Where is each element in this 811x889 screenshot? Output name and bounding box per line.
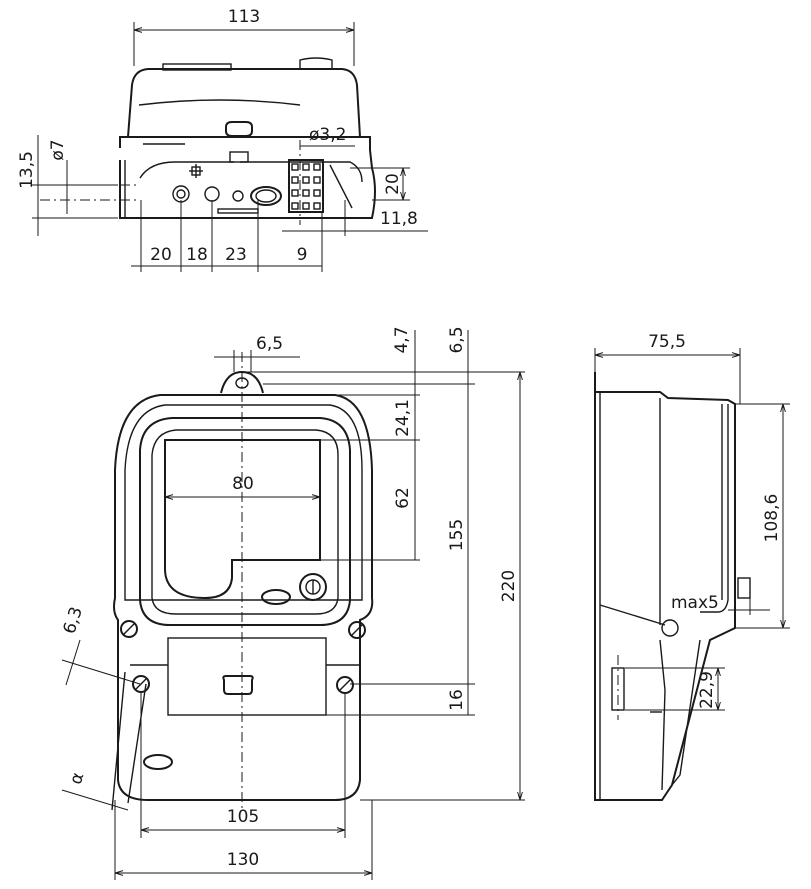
side-view-step [599,604,666,626]
dim-155-label: 155 [447,519,467,551]
top-view-terminal-cover-right [240,161,363,183]
side-view: 75,5 108,6 max5 22,9 [594,332,790,801]
dim-108-6-label: 108,6 [762,494,782,543]
dim-20-bottom-label: 20 [150,245,172,265]
seal-slot-icon [225,121,253,137]
dim-max5-label: max5 [671,593,719,613]
dim-18-label: 18 [186,245,208,265]
side-view-button [737,577,751,599]
lower-logo-icon [143,754,173,770]
cover-screw-right-slot [350,623,364,637]
oval-connector-inner [255,189,277,203]
mount-hole-right-slot [339,679,351,691]
terminal-cover-plate [167,637,327,716]
top-view-cover-contour [138,99,301,106]
dim-4-7-label: 4,7 [392,326,412,353]
housing-inner-rim [124,404,363,601]
cover-window-frame [139,417,351,626]
terminal-hole-1 [172,185,190,203]
dim-22-9-label: 22,9 [697,671,717,709]
cover-screw-right-icon [348,621,366,639]
side-view-terminal-cover [659,639,666,791]
dim-13-5-label: 13,5 [17,151,37,189]
side-view-screw [661,619,679,637]
dim-eye-label: 6,5 [256,334,283,354]
side-taper-line-right [127,683,147,804]
led-sensor-icon [299,573,327,601]
dim-11-8-label: 11,8 [380,209,418,229]
cover-screw-left-slot [122,622,136,636]
dim-130-label: 130 [227,850,259,870]
cover-window-inner [151,429,339,615]
top-view-terminal-cover-left [139,161,234,179]
dim-16-label: 16 [447,689,467,711]
logo-icon [261,589,291,605]
dim-62-label: 62 [393,487,413,509]
dim-9-label: 9 [297,245,308,265]
top-view-cover-knob [299,57,333,69]
terminal-strip-pins [291,163,321,210]
top-view-diagonal [329,164,353,209]
oval-connector [250,186,282,206]
cover-screw-left-icon [120,620,138,638]
dim-6-5-top-label: 6,5 [447,326,467,353]
dim-105-label: 105 [227,807,259,827]
display-window [164,439,321,600]
side-view-terminal-cover-front [671,639,701,786]
mount-hole-left-slot [135,678,147,690]
dim-6-3-leader [61,659,141,685]
terminal-hole-3 [232,190,244,202]
side-taper-line-left [111,671,126,811]
dim-220-label: 220 [499,570,519,602]
side-view-window-profile [700,404,729,613]
terminal-seal-icon [222,675,254,695]
dim-23-label: 23 [225,245,247,265]
top-view-cover [127,68,361,138]
top-view: 113 ø3,2 13,5 ø7 20 11,8 20 18 23 9 [17,7,428,272]
top-view-base [119,136,376,219]
dim-24-1-label: 24,1 [393,399,413,437]
dim-dia-7-label: ø7 [48,139,68,160]
dim-6-3-line [65,639,81,686]
dim-113-label: 113 [228,7,260,27]
dim-hole-label: ø3,2 [309,125,346,145]
dim-6-3-label: 6,3 [60,605,87,637]
housing-outline [113,394,374,801]
top-view-cover-raised-panel [162,63,232,71]
terminal-hole-1-inner [176,189,186,199]
dim-20-right-label: 20 [383,173,403,195]
dim-75-5-label: 75,5 [648,332,686,352]
dim-80-label: 80 [232,474,254,494]
label-slot [217,208,259,214]
top-view-notch [229,151,249,163]
side-view-body [594,372,736,801]
front-view: 6,5 4,7 6,5 24,1 62 80 155 220 16 [60,326,525,880]
terminal-hole-2 [204,186,220,202]
dim-alpha-line [61,789,129,811]
terminal-strip [288,159,324,213]
dim-alpha-label: α [66,770,88,787]
